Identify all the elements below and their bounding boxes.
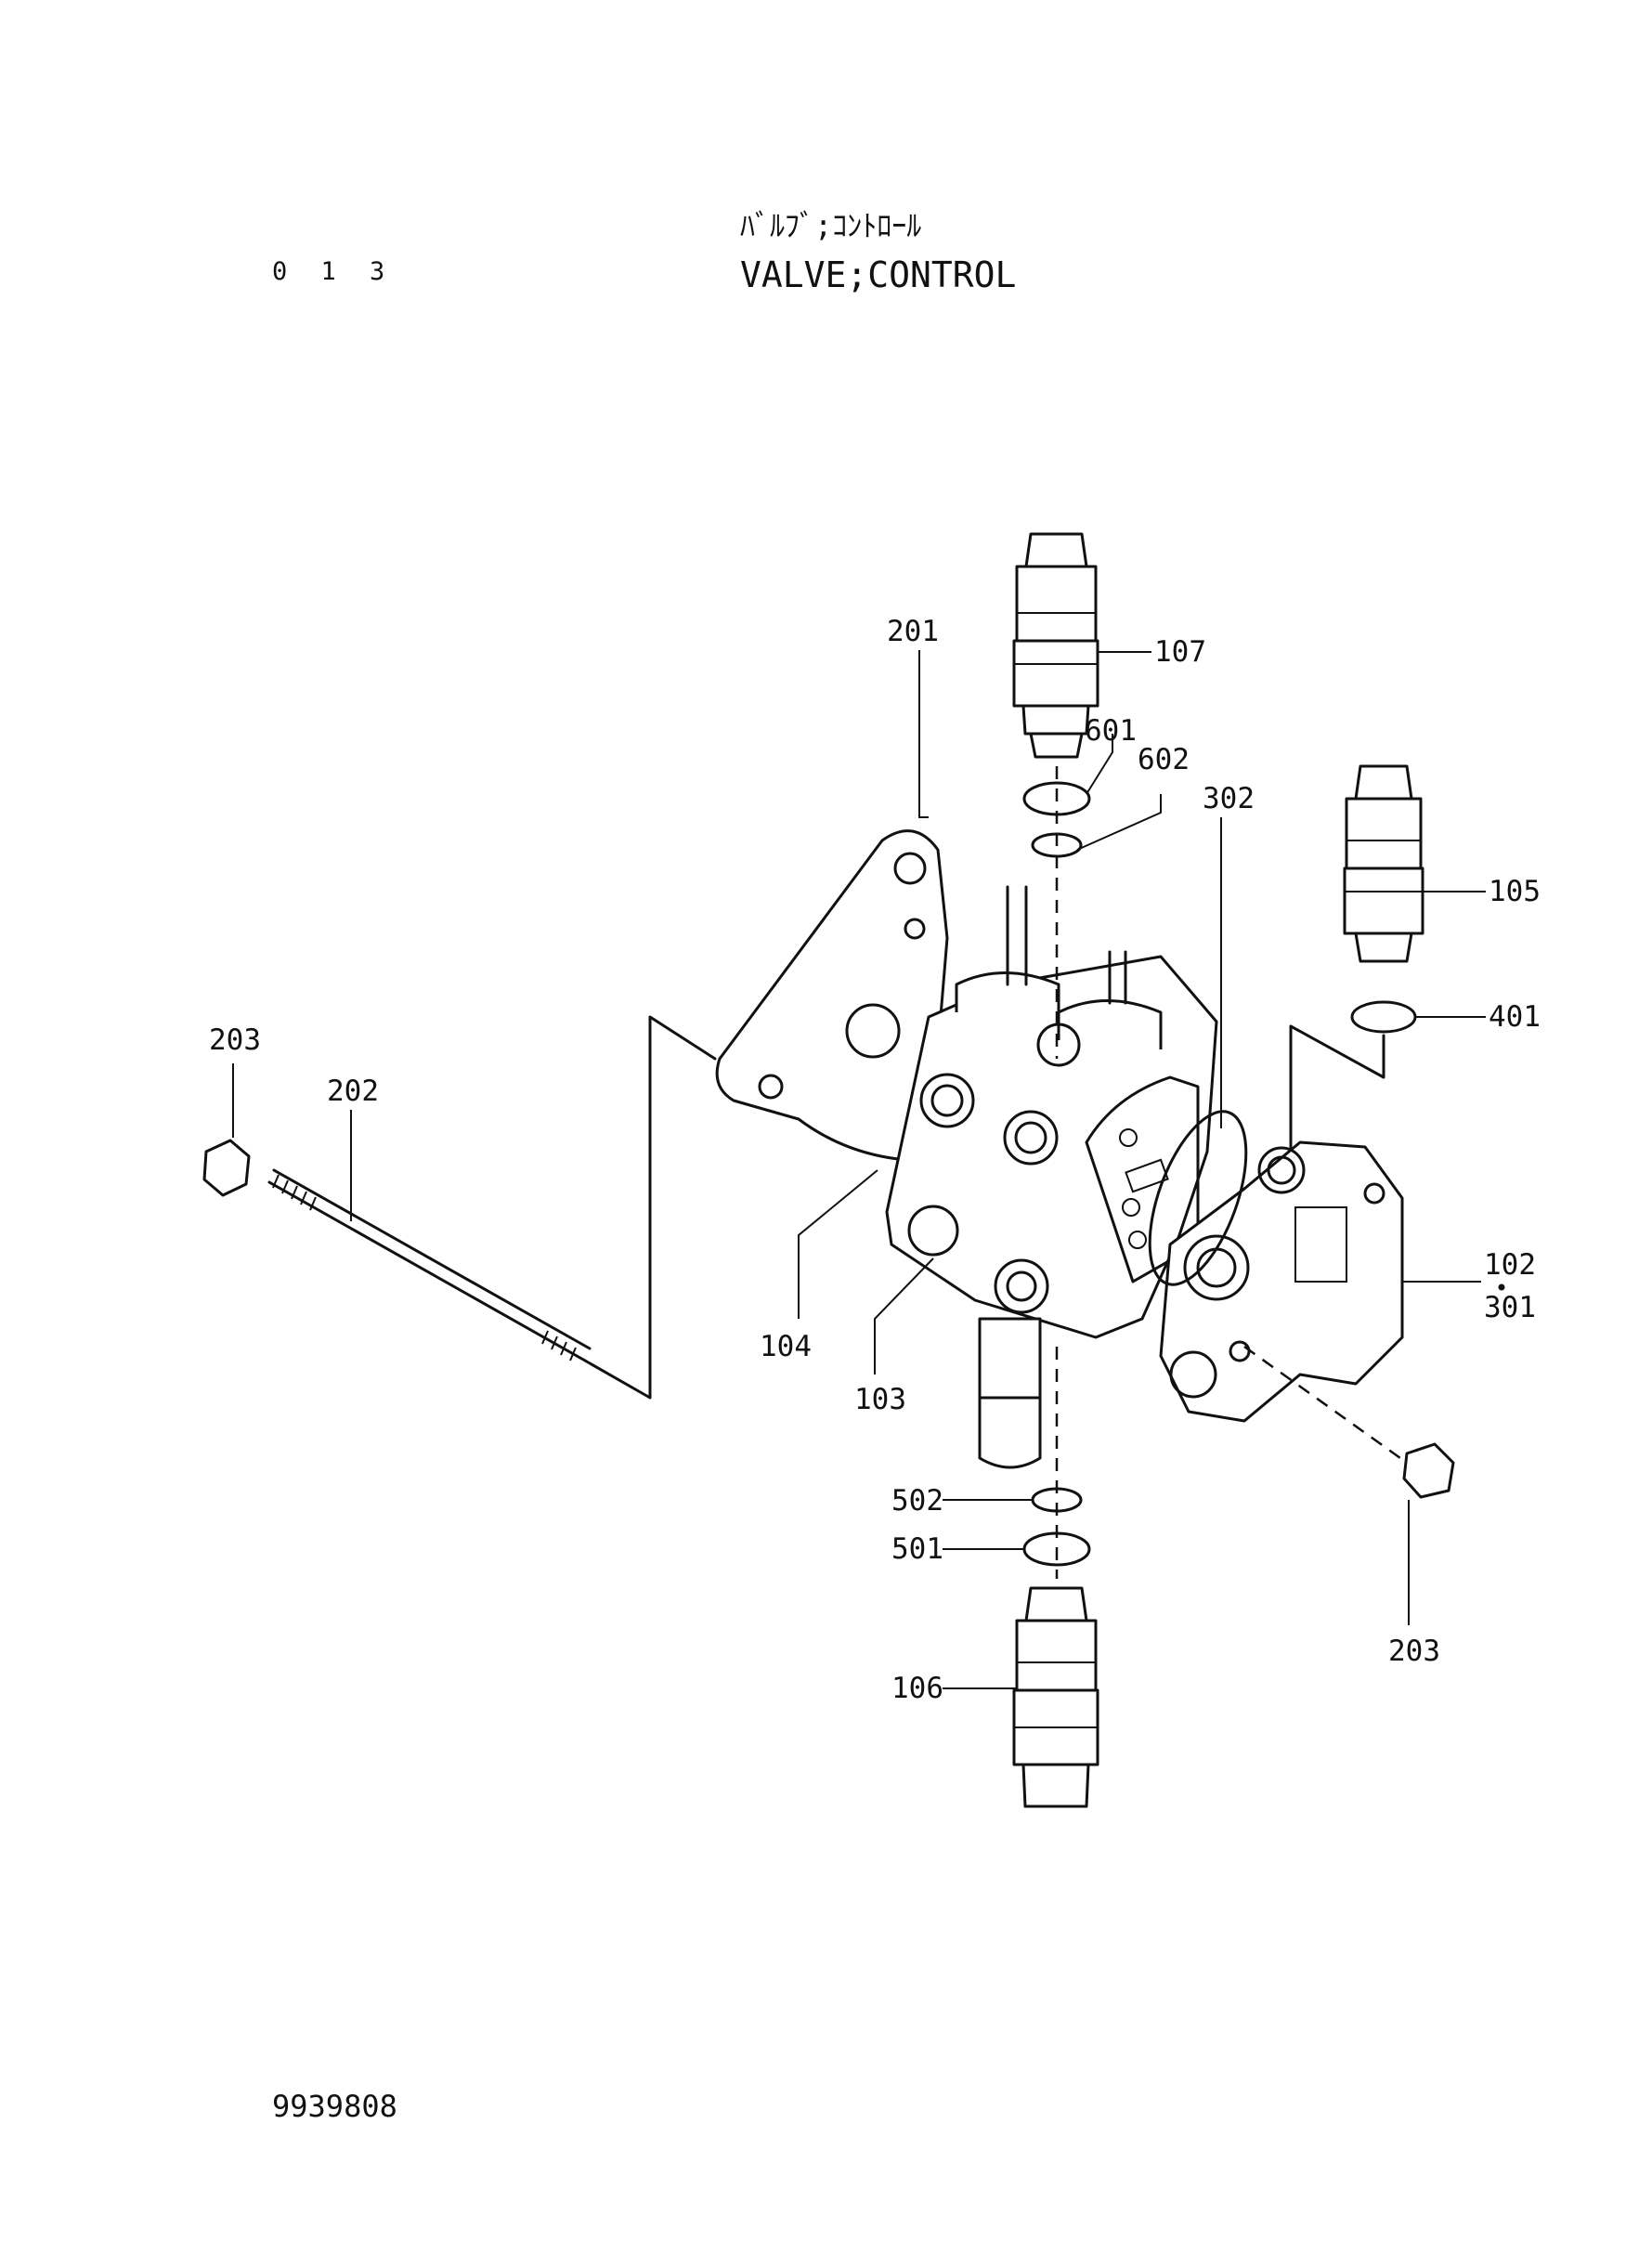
callout-dot bbox=[1498, 1283, 1505, 1291]
cover-plate-201 bbox=[715, 829, 949, 1163]
callout-201: 201 bbox=[887, 615, 939, 648]
relief-valve-105 bbox=[1343, 764, 1424, 963]
callout-501: 501 bbox=[891, 1532, 943, 1566]
callout-107: 107 bbox=[1154, 635, 1206, 669]
document-number: 9939808 bbox=[272, 2089, 397, 2124]
valve-body-104 bbox=[885, 885, 1218, 1469]
callout-102: 102 bbox=[1484, 1248, 1536, 1282]
relief-valve-107 bbox=[1012, 532, 1099, 759]
callout-203-left: 203 bbox=[209, 1023, 261, 1057]
nut-203-left bbox=[202, 1139, 251, 1197]
callout-106: 106 bbox=[891, 1672, 943, 1705]
callout-301: 301 bbox=[1484, 1291, 1536, 1324]
o-ring-401 bbox=[1350, 1000, 1417, 1034]
tie-rod-202 bbox=[267, 1015, 717, 1400]
callout-401: 401 bbox=[1489, 1000, 1541, 1034]
callout-601: 601 bbox=[1085, 714, 1137, 748]
callout-302: 302 bbox=[1203, 782, 1255, 815]
nut-203-right bbox=[1402, 1442, 1455, 1499]
callout-202: 202 bbox=[327, 1075, 379, 1108]
leader-lines bbox=[232, 650, 1486, 1689]
callout-602: 602 bbox=[1138, 743, 1190, 776]
callout-labels: 107 601 602 201 302 105 401 203 202 104 … bbox=[209, 615, 1541, 1705]
valve-section-102 bbox=[1148, 1110, 1404, 1423]
callout-502: 502 bbox=[891, 1484, 943, 1518]
callout-203-right: 203 bbox=[1388, 1635, 1440, 1668]
title-katakana: ﾊﾞﾙﾌﾞ;ｺﾝﾄﾛｰﾙ bbox=[740, 208, 922, 243]
section-number: 0 1 3 bbox=[272, 257, 395, 286]
callout-105: 105 bbox=[1489, 875, 1541, 908]
relief-valve-106 bbox=[1012, 1586, 1099, 1808]
callout-104: 104 bbox=[760, 1330, 812, 1363]
callout-103: 103 bbox=[854, 1383, 906, 1416]
title-english: VALVE;CONTROL bbox=[740, 254, 1017, 295]
